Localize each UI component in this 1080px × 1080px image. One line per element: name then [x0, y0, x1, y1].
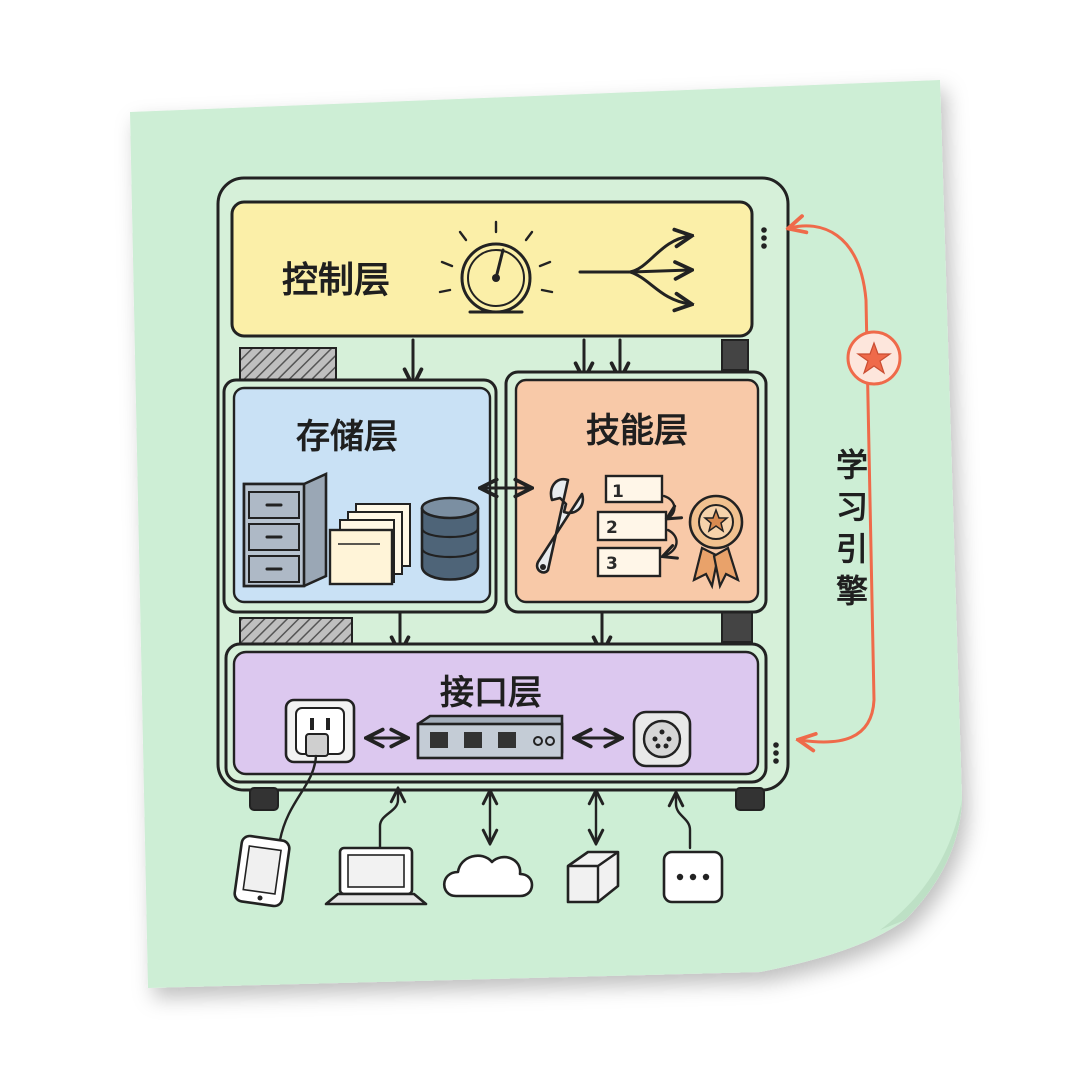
power-outlet-icon: [278, 698, 356, 842]
storage-layer-label: 存储层: [296, 417, 398, 457]
step-2: 2: [606, 518, 618, 538]
port-connector-icon: [632, 710, 692, 768]
cube-icon: [566, 850, 620, 904]
gauge-icon: [438, 220, 554, 314]
award-badge-icon: [688, 494, 744, 590]
device-arrows: [378, 790, 692, 850]
step-3: 3: [606, 554, 618, 574]
devices-row: [233, 834, 724, 908]
storage-layer: 存储层: [222, 378, 498, 614]
skill-layer-label: 技能层: [586, 411, 688, 451]
wrench-icon: [535, 477, 585, 574]
interface-layer: 接口层: [224, 642, 768, 842]
control-layer: 控制层: [230, 200, 754, 338]
database-icon: [420, 496, 480, 581]
control-layer-label: 控制层: [282, 260, 390, 301]
file-cabinet-icon: [242, 471, 328, 588]
learning-engine-char-3: 引: [836, 530, 868, 568]
documents-icon: [328, 503, 411, 586]
more-icon: [662, 850, 724, 904]
interface-layer-label: 接口层: [440, 673, 542, 713]
learning-engine-loop: 学 习 引 擎: [790, 226, 902, 742]
skill-layer: 技能层 1 2 3: [504, 370, 768, 614]
network-switch-icon: [416, 714, 564, 760]
learning-engine-char-4: 擎: [836, 572, 868, 610]
cloud-icon: [442, 854, 534, 898]
step-list-icon: 1 2 3: [596, 474, 677, 578]
branch-arrows-icon: [578, 236, 690, 304]
learning-engine-char-2: 习: [836, 488, 868, 526]
laptop-icon: [324, 846, 428, 906]
smartphone-icon: [233, 834, 291, 908]
step-1: 1: [612, 482, 624, 502]
learning-engine-char-1: 学: [836, 446, 868, 484]
